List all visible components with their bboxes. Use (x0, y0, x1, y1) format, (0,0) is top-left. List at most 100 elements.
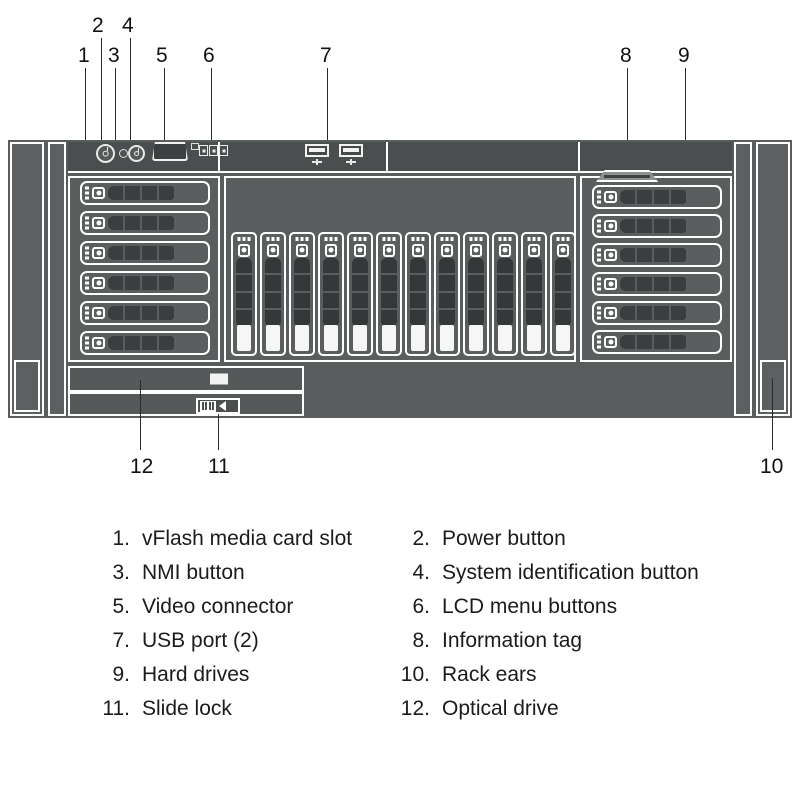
hard-drive-left-4-latch[interactable] (82, 273, 108, 293)
optical-drive[interactable] (68, 366, 304, 392)
hard-drive-left-2-latch[interactable] (82, 213, 108, 233)
video-connector[interactable] (152, 142, 188, 161)
callout-number-12: 12 (130, 455, 154, 478)
hard-drive-center-2-latch[interactable] (262, 234, 284, 258)
lcd-menu-button-left[interactable] (199, 145, 208, 156)
hard-drive-right-2-latch[interactable] (594, 216, 620, 236)
hard-drive-center-10[interactable] (492, 232, 518, 356)
hard-drive-center-11-release-tab[interactable] (527, 325, 541, 351)
hard-drive-center-1-body (236, 258, 252, 325)
hard-drive-left-2[interactable] (80, 211, 210, 235)
power-button-tick (106, 147, 108, 151)
hard-drive-center-8-latch[interactable] (436, 234, 458, 258)
hard-drive-center-4[interactable] (318, 232, 344, 356)
hard-drive-center-12[interactable] (550, 232, 576, 356)
hard-drive-right-4-latch[interactable] (594, 274, 620, 294)
hard-drive-center-5-latch[interactable] (349, 234, 371, 258)
hard-drive-center-6-body (381, 258, 397, 325)
legend-item-4: 4. System identification button (396, 561, 756, 585)
legend-item-1-number: 1. (112, 527, 130, 550)
hard-drive-left-5-latch[interactable] (82, 303, 108, 323)
hard-drive-right-5-latch[interactable] (594, 303, 620, 323)
hard-drive-left-5[interactable] (80, 301, 210, 325)
slide-lock-grip[interactable] (200, 400, 216, 412)
hard-drive-center-2[interactable] (260, 232, 286, 356)
slide-lock[interactable] (196, 398, 240, 414)
nmi-button[interactable] (119, 149, 128, 158)
hard-drive-center-12-release-tab[interactable] (556, 325, 570, 351)
legend-item-12-number: 12. (400, 697, 430, 720)
hard-drive-center-7[interactable] (405, 232, 431, 356)
legend-item-1: 1. vFlash media card slot (96, 527, 396, 551)
power-button[interactable] (96, 144, 115, 163)
optical-drive-eject-button[interactable] (210, 373, 228, 385)
legend-item-8-label: Information tag (442, 629, 583, 652)
hard-drive-center-4-latch[interactable] (320, 234, 342, 258)
hard-drive-center-10-latch[interactable] (494, 234, 516, 258)
hard-drive-center-6-latch[interactable] (378, 234, 400, 258)
hard-drive-center-9-latch[interactable] (465, 234, 487, 258)
information-tag[interactable] (596, 170, 658, 182)
usb-port-2[interactable] (339, 144, 363, 157)
hard-drive-right-3[interactable] (592, 243, 722, 267)
hard-drive-center-3[interactable] (289, 232, 315, 356)
callout-number-10: 10 (760, 455, 784, 478)
hard-drive-center-12-latch[interactable] (552, 234, 574, 258)
leader-line-5 (164, 68, 165, 140)
hard-drive-left-6-latch[interactable] (82, 333, 108, 353)
hard-drive-left-6[interactable] (80, 331, 210, 355)
hard-drive-left-3[interactable] (80, 241, 210, 265)
callout-number-5: 5 (156, 44, 168, 67)
hard-drive-center-9-release-tab[interactable] (469, 325, 483, 351)
callout-number-11: 11 (208, 455, 230, 478)
hard-drive-center-11-latch[interactable] (523, 234, 545, 258)
hard-drive-center-8-release-tab[interactable] (440, 325, 454, 351)
rack-ear-left-tab[interactable] (14, 360, 40, 412)
hard-drive-left-3-latch[interactable] (82, 243, 108, 263)
hard-drive-right-1[interactable] (592, 185, 722, 209)
hard-drive-center-6-release-tab[interactable] (382, 325, 396, 351)
legend-item-8-number: 8. (412, 629, 430, 652)
hard-drive-center-10-release-tab[interactable] (498, 325, 512, 351)
hard-drive-center-7-latch[interactable] (407, 234, 429, 258)
hard-drive-left-4[interactable] (80, 271, 210, 295)
hard-drive-right-6[interactable] (592, 330, 722, 354)
lcd-menu-buttons[interactable] (199, 145, 228, 156)
lcd-menu-button-select[interactable] (209, 145, 218, 156)
hard-drive-left-1-body (108, 186, 174, 200)
hard-drive-center-8[interactable] (434, 232, 460, 356)
system-identification-button[interactable] (128, 145, 145, 162)
usb-port-1[interactable] (305, 144, 329, 157)
hard-drive-center-3-release-tab[interactable] (295, 325, 309, 351)
hard-drive-right-4[interactable] (592, 272, 722, 296)
hard-drive-right-3-latch[interactable] (594, 245, 620, 265)
hard-drive-right-1-latch[interactable] (594, 187, 620, 207)
leader-line-12 (140, 380, 141, 450)
power-button-inner-ring (102, 150, 109, 157)
hard-drive-right-6-latch[interactable] (594, 332, 620, 352)
hard-drive-center-6[interactable] (376, 232, 402, 356)
hard-drive-center-9[interactable] (463, 232, 489, 356)
hard-drive-center-5[interactable] (347, 232, 373, 356)
hard-drive-center-2-release-tab[interactable] (266, 325, 280, 351)
rack-ear-right-tab[interactable] (760, 360, 786, 412)
lcd-menu-button-right[interactable] (219, 145, 228, 156)
legend-item-10: 10. Rack ears (396, 663, 756, 687)
hard-drive-center-3-latch[interactable] (291, 234, 313, 258)
leader-line-10 (772, 378, 773, 450)
hard-drive-center-1-latch[interactable] (233, 234, 255, 258)
hard-drive-center-1-release-tab[interactable] (237, 325, 251, 351)
hard-drive-center-4-release-tab[interactable] (324, 325, 338, 351)
usb-icon-2 (346, 159, 356, 165)
hard-drive-center-11[interactable] (521, 232, 547, 356)
hard-drive-right-2[interactable] (592, 214, 722, 238)
legend-item-3: 3. NMI button (96, 561, 396, 585)
hard-drive-center-1[interactable] (231, 232, 257, 356)
hard-drive-right-5[interactable] (592, 301, 722, 325)
hard-drive-left-1-latch[interactable] (82, 183, 108, 203)
legend-item-11-number: 11. (102, 697, 130, 720)
hard-drive-center-7-release-tab[interactable] (411, 325, 425, 351)
hard-drive-center-5-release-tab[interactable] (353, 325, 367, 351)
control-panel-segment-divider-3 (578, 142, 580, 172)
hard-drive-left-1[interactable] (80, 181, 210, 205)
